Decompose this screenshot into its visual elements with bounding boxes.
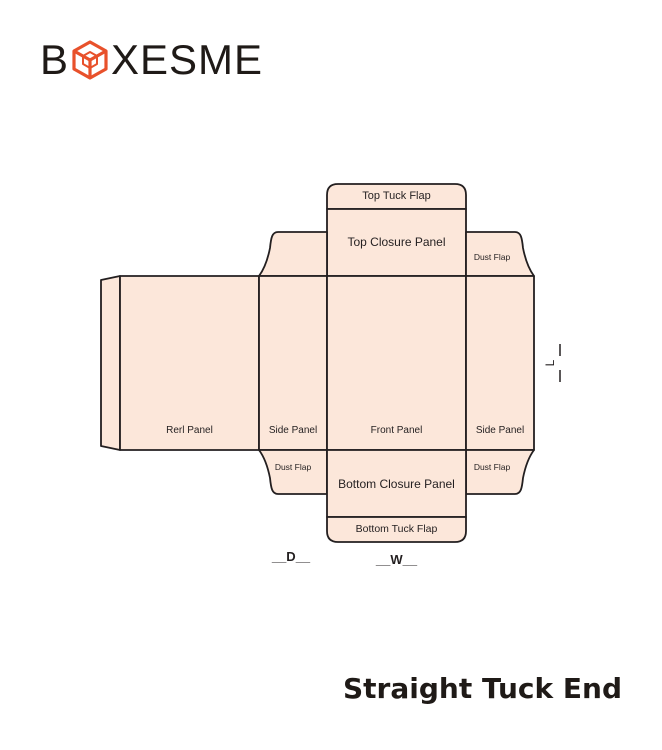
dust-flap-bottom-left-label: Dust Flap: [275, 462, 312, 472]
top-closure-panel-label: Top Closure Panel: [347, 235, 445, 249]
dust-flap-bottom-right-shape: [465, 449, 535, 495]
dust-flap-bottom-right-label: Dust Flap: [474, 462, 511, 472]
depth-dimension-label: __D__: [271, 549, 311, 564]
top-tuck-flap-shape: [326, 183, 467, 210]
logo-text-suffix: XESME: [111, 36, 264, 83]
bottom-closure-panel-label: Bottom Closure Panel: [338, 477, 455, 491]
bottom-tuck-flap-shape: [326, 516, 467, 543]
top-tuck-flap-label: Top Tuck Flap: [362, 190, 430, 202]
dust-flap-bottom-left-shape: [258, 449, 328, 495]
top-closure-panel-shape: [326, 208, 467, 277]
footer-title: Straight Tuck End: [343, 672, 622, 705]
rear-panel-label: Rerl Panel: [166, 425, 213, 436]
side-panel-left-label: Side Panel: [269, 425, 317, 436]
rear-panel-shape: [119, 275, 260, 451]
dust-flap-top-right-label: Dust Flap: [474, 252, 511, 262]
length-dimension-label: L: [543, 359, 557, 366]
cube-icon: [72, 40, 108, 80]
side-panel-right-shape: [465, 275, 535, 451]
bottom-tuck-flap-label: Bottom Tuck Flap: [356, 523, 438, 535]
dust-flap-top-right-shape: [465, 231, 535, 277]
side-panel-right-label: Side Panel: [476, 425, 524, 436]
width-dimension-label: __W__: [375, 552, 418, 567]
front-panel-label: Front Panel: [371, 425, 423, 436]
front-panel-shape: [326, 275, 467, 451]
side-panel-left-shape: [258, 275, 328, 451]
dust-flap-top-left-shape: [258, 231, 328, 277]
bottom-closure-panel-shape: [326, 449, 467, 518]
glue-flap-shape: [100, 275, 121, 451]
brand-logo: B XESME: [40, 36, 263, 84]
logo-text-prefix: B: [40, 36, 70, 83]
